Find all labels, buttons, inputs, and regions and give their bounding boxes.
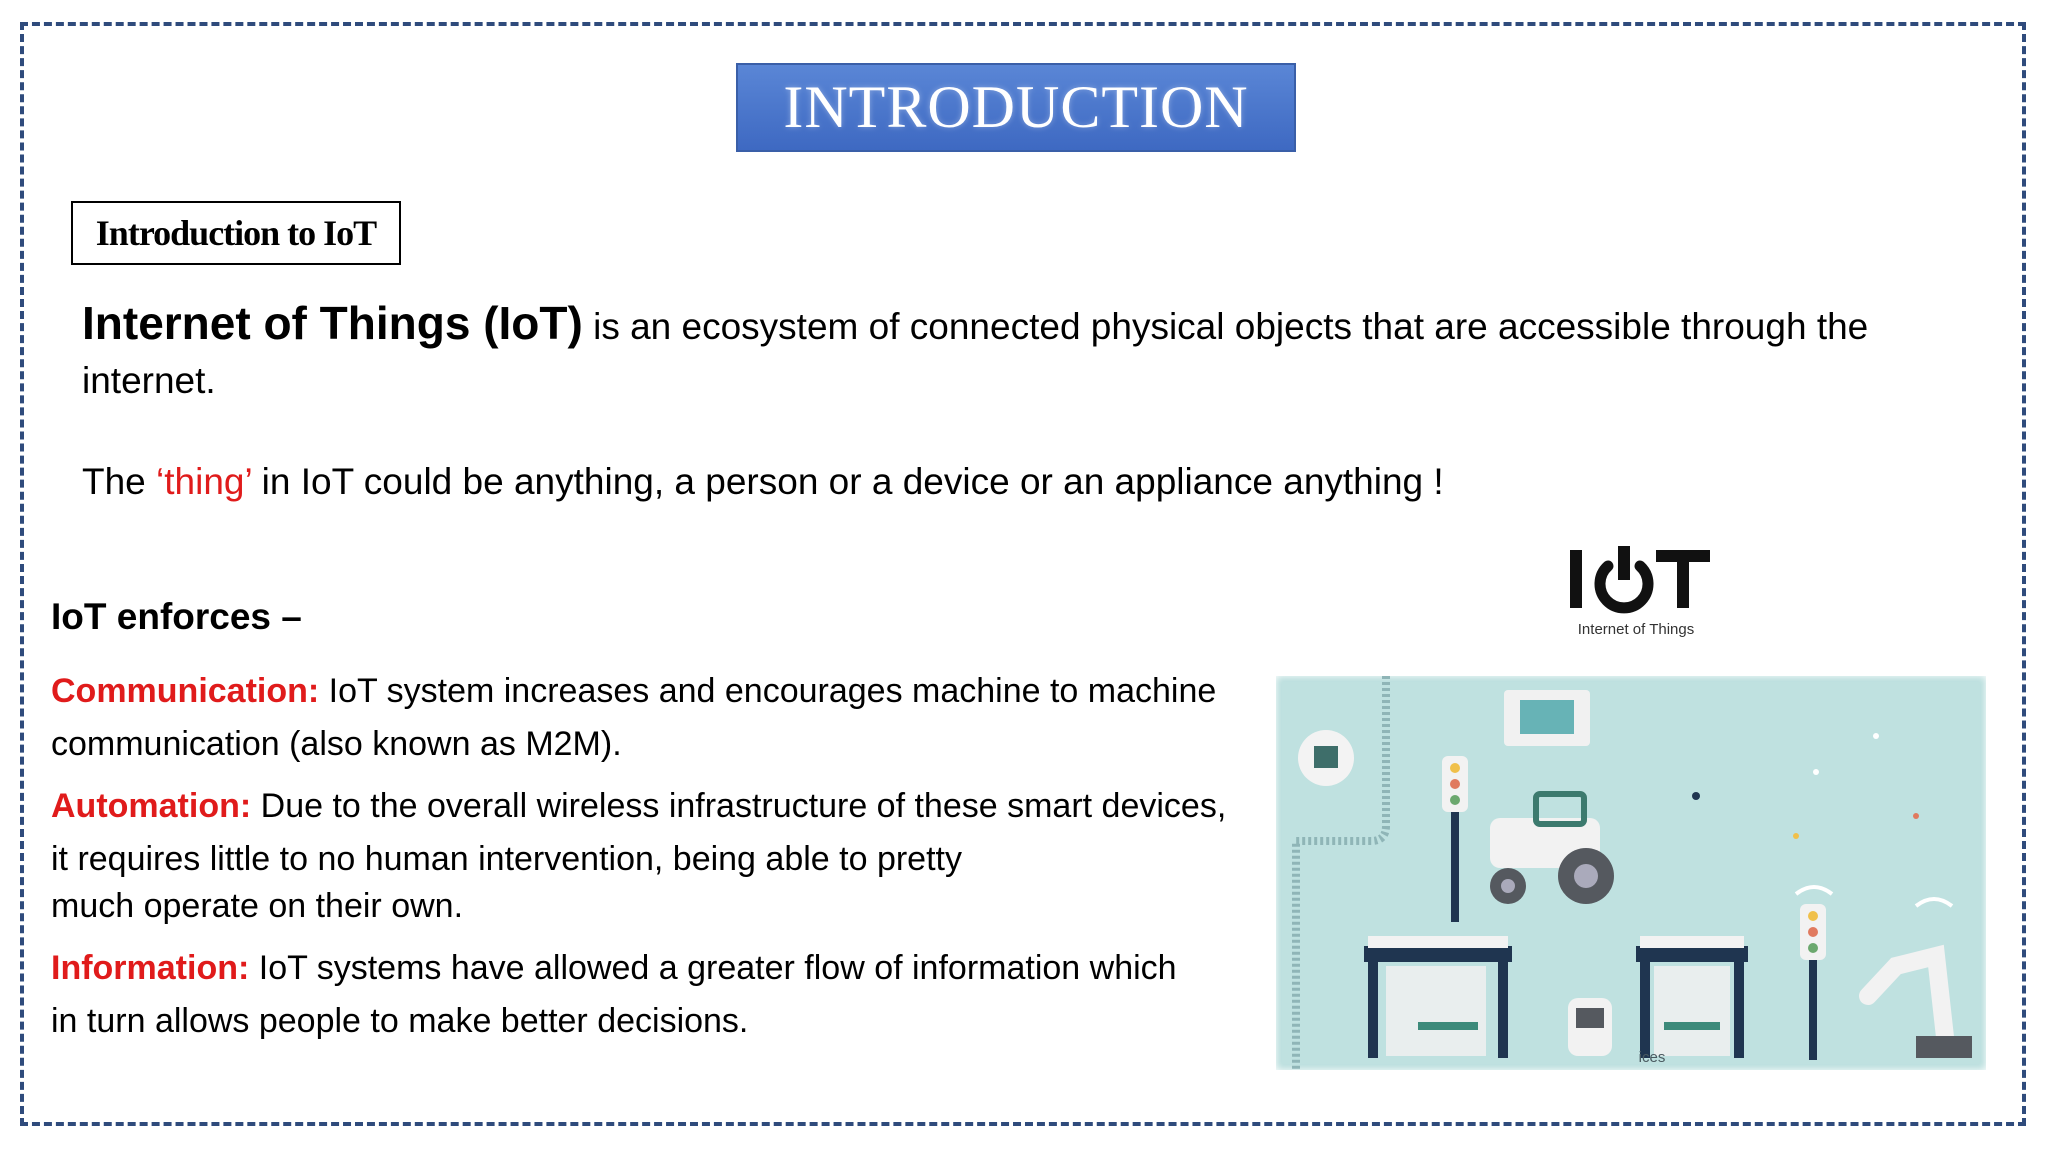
thing-highlight: ‘thing’ (156, 461, 252, 502)
slide-title: INTRODUCTION (783, 74, 1249, 140)
information-line-1: Information: IoT systems have allowed a … (51, 949, 1177, 987)
slide-frame (20, 22, 2026, 1126)
wifi-icon (1794, 885, 1834, 896)
thing-text-before: The (82, 461, 157, 502)
bus-stop-icon (1364, 946, 1512, 962)
slide-title-banner: INTRODUCTION (736, 63, 1296, 152)
thing-text-after: in IoT could be anything, a person or a … (251, 461, 1444, 502)
definition-term: Internet of Things (IoT) (82, 297, 583, 349)
logo-caption: Internet of Things (1578, 621, 1694, 638)
automation-label: Automation: (51, 787, 252, 825)
communication-line-2: communication (also known as M2M). (51, 725, 622, 763)
illustration-caption: ices (1639, 1049, 1666, 1066)
enforces-heading: IoT enforces – (51, 596, 302, 637)
information-label: Information: (51, 949, 250, 987)
thing-paragraph: The ‘thing’ in IoT could be anything, a … (82, 455, 1962, 509)
communication-label: Communication: (51, 672, 320, 710)
smart-city-illustration: ices (1276, 676, 1986, 1070)
robot-arm-icon (1859, 944, 1955, 1055)
definition-paragraph: Internet of Things (IoT) is an ecosystem… (82, 296, 1962, 408)
communication-line-1: Communication: IoT system increases and … (51, 672, 1217, 710)
iot-logo: Internet of Things (1570, 546, 1710, 638)
information-line-2: in turn allows people to make better dec… (51, 1002, 749, 1040)
automation-line-2: it requires little to no human intervent… (51, 840, 962, 878)
automation-line-3: much operate on their own. (51, 887, 464, 925)
definition-text: is an ecosystem of connected physical ob… (82, 306, 1869, 401)
section-heading-box: Introduction to IoT (71, 201, 401, 265)
automation-line-1: Automation: Due to the overall wireless … (51, 787, 1227, 825)
bus-stop-icon-2 (1636, 946, 1748, 962)
section-heading: Introduction to IoT (95, 213, 377, 253)
